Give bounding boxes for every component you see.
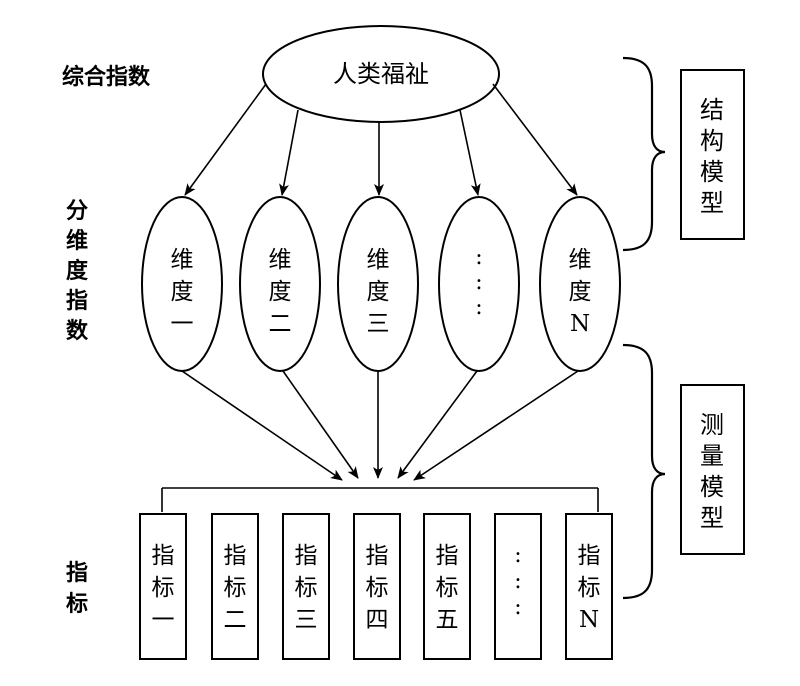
indicator-char: 标 bbox=[366, 575, 389, 601]
dimension-ellipse bbox=[438, 196, 520, 372]
indicator-char: 标 bbox=[152, 575, 175, 601]
label-dimension-index-char: 分 bbox=[66, 199, 88, 224]
structural-model-box: 结 构 模 型 bbox=[680, 69, 745, 240]
arrow-top-to-dim2 bbox=[279, 109, 299, 196]
structural-model-char: 型 bbox=[700, 189, 724, 217]
indicator-char: 指 bbox=[295, 543, 318, 569]
top-node-label: 人类福祉 bbox=[333, 60, 429, 88]
indicator-ellipsis: : bbox=[514, 569, 521, 594]
indicator-char: 标 bbox=[578, 575, 601, 601]
indicator-ellipsis: : bbox=[514, 595, 521, 620]
indicator-box: : : : bbox=[494, 513, 542, 660]
label-indicator: 指 标 bbox=[66, 561, 88, 617]
indicator-char: 指 bbox=[578, 543, 601, 569]
dimension-node: : : : bbox=[438, 196, 520, 372]
dimension-nodes: 维 度 一 维 度 二 维 度 三 : : : 维 度 N bbox=[141, 196, 621, 372]
dimension-node: 维 度 N bbox=[539, 196, 621, 372]
dimension-char: 维 bbox=[367, 247, 390, 273]
measurement-model-rect bbox=[680, 384, 745, 555]
label-indicator-char: 指 bbox=[66, 561, 88, 586]
dimension-char: 三 bbox=[367, 311, 390, 337]
indicator-char: N bbox=[579, 607, 599, 633]
indicator-char: 指 bbox=[436, 543, 459, 569]
indicator-bracket bbox=[161, 487, 599, 512]
indicator-box: 指 标 一 bbox=[139, 513, 187, 660]
dimension-ellipse bbox=[239, 196, 321, 372]
measurement-model-char: 型 bbox=[700, 504, 724, 532]
arrow-dim2-to-indicators bbox=[282, 370, 359, 479]
measurement-model-brace bbox=[622, 343, 666, 600]
indicator-boxes: 指 标 一 指 标 二 指 标 三 指 标 四 指 标 五 bbox=[139, 513, 613, 660]
dimension-char: 度 bbox=[569, 279, 592, 305]
indicator-char: 标 bbox=[224, 575, 247, 601]
dimension-node: 维 度 三 bbox=[337, 196, 419, 372]
top-node-ellipse bbox=[262, 25, 500, 123]
indicator-rect bbox=[211, 513, 259, 660]
indicator-char: 四 bbox=[366, 607, 389, 633]
indicator-rect bbox=[282, 513, 330, 660]
indicator-box: 指 标 四 bbox=[353, 513, 401, 660]
indicator-rect bbox=[139, 513, 187, 660]
dimension-ellipse bbox=[539, 196, 621, 372]
measurement-model-box: 测 量 模 型 bbox=[680, 384, 745, 555]
indicator-rect bbox=[353, 513, 401, 660]
indicator-box: 指 标 五 bbox=[423, 513, 471, 660]
dimension-ellipsis: : bbox=[475, 295, 482, 320]
indicator-char: 二 bbox=[224, 607, 247, 633]
dimension-char: 维 bbox=[171, 247, 194, 273]
indicator-rect bbox=[565, 513, 613, 660]
indicator-box: 指 标 N bbox=[565, 513, 613, 660]
structural-model-char: 结 bbox=[700, 96, 724, 124]
indicator-box: 指 标 三 bbox=[282, 513, 330, 660]
dimension-ellipsis: : bbox=[475, 270, 482, 295]
dimension-char: 度 bbox=[269, 279, 292, 305]
measurement-model-char: 测 bbox=[700, 411, 724, 439]
dimension-char: 维 bbox=[569, 247, 592, 273]
top-arrows bbox=[184, 83, 578, 196]
dimension-char: 二 bbox=[269, 311, 292, 337]
dimension-char: 一 bbox=[171, 311, 194, 337]
indicator-char: 五 bbox=[436, 607, 459, 633]
indicator-rect bbox=[494, 513, 542, 660]
indicator-char: 三 bbox=[295, 607, 318, 633]
dimension-char: 度 bbox=[367, 279, 390, 305]
label-indicator-char: 标 bbox=[66, 591, 88, 617]
indicator-char: 指 bbox=[224, 543, 247, 569]
arrow-dim4-to-indicators bbox=[397, 370, 478, 479]
label-dimension-index-char: 维 bbox=[66, 228, 88, 254]
indicator-char: 指 bbox=[366, 543, 389, 569]
arrow-top-to-dim1 bbox=[184, 83, 267, 196]
dimension-char: 维 bbox=[269, 247, 292, 273]
arrow-dim1-to-indicators bbox=[181, 370, 343, 481]
arrow-top-to-dimN bbox=[492, 83, 578, 196]
measurement-model-char: 量 bbox=[700, 442, 724, 470]
measurement-model-char: 模 bbox=[700, 473, 724, 501]
label-dimension-index-char: 数 bbox=[66, 318, 89, 344]
indicator-char: 指 bbox=[152, 543, 175, 569]
label-composite-index: 综合指数 bbox=[62, 64, 151, 90]
indicator-rect bbox=[423, 513, 471, 660]
label-dimension-index-char: 指 bbox=[66, 289, 88, 314]
structural-model-brace bbox=[622, 56, 666, 252]
indicator-char: 标 bbox=[295, 575, 318, 601]
indicator-ellipsis: : bbox=[514, 543, 521, 568]
label-dimension-index: 分 维 度 指 数 bbox=[66, 199, 89, 344]
dimension-char: 度 bbox=[171, 279, 194, 305]
label-dimension-index-char: 度 bbox=[66, 258, 89, 284]
indicator-box: 指 标 二 bbox=[211, 513, 259, 660]
indicator-char: 一 bbox=[152, 607, 175, 633]
dimension-node: 维 度 一 bbox=[141, 196, 223, 372]
dimension-char: N bbox=[570, 311, 590, 337]
bottom-arrows bbox=[181, 370, 579, 481]
structural-model-char: 构 bbox=[700, 127, 724, 155]
arrow-dimN-to-indicators bbox=[413, 370, 579, 481]
structural-model-rect bbox=[680, 69, 745, 240]
dimension-ellipsis: : bbox=[475, 245, 482, 270]
indicator-char: 标 bbox=[436, 575, 459, 601]
structural-model-char: 模 bbox=[700, 158, 724, 186]
dimension-node: 维 度 二 bbox=[239, 196, 321, 372]
arrow-top-to-dim4 bbox=[459, 109, 481, 196]
